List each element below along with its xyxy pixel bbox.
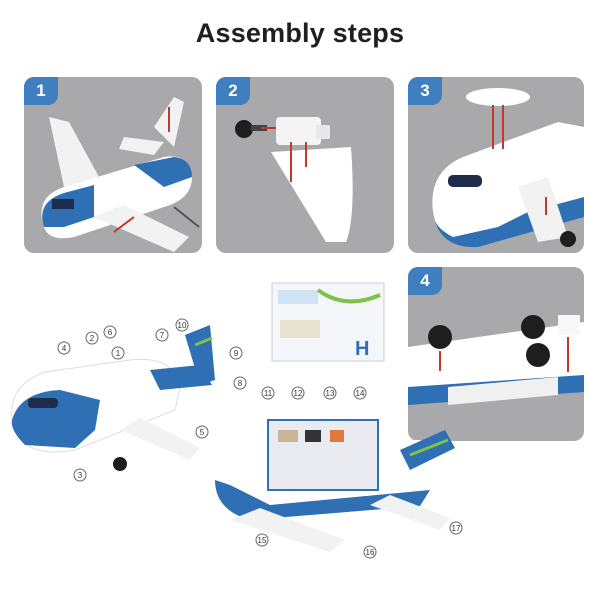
svg-text:3: 3 <box>78 471 83 480</box>
step-1-panel: 1 <box>24 77 202 253</box>
callout-16: 16 <box>363 545 377 559</box>
svg-text:4: 4 <box>62 344 67 353</box>
callout-10: 10 <box>175 318 189 332</box>
svg-text:12: 12 <box>294 389 303 398</box>
callout-6: 6 <box>103 325 117 339</box>
step-3-illustration <box>432 88 584 248</box>
airplane-right <box>209 419 455 552</box>
callout-13: 13 <box>323 386 337 400</box>
callout-8: 8 <box>233 376 247 390</box>
page-title: Assembly steps <box>195 18 405 48</box>
callout-9: 9 <box>229 346 243 360</box>
svg-text:5: 5 <box>200 428 205 437</box>
step-4-panel: 4 <box>408 267 584 441</box>
step-1-badge: 1 <box>24 77 58 105</box>
step-2-badge: 2 <box>216 77 250 105</box>
callout-5: 5 <box>195 425 209 439</box>
step-4-illustration <box>408 315 584 405</box>
callout-4: 4 <box>57 341 71 355</box>
svg-text:9: 9 <box>234 349 239 358</box>
svg-text:10: 10 <box>178 321 187 330</box>
callout-14: 14 <box>353 386 367 400</box>
callout-1: 1 <box>111 346 125 360</box>
svg-text:7: 7 <box>160 331 165 340</box>
sticker-sheet: H <box>271 282 385 362</box>
callout-3: 3 <box>73 468 87 482</box>
parts-diagram: H 1 2 3 4 5 6 7 8 9 10 11 12 13 14 15 16… <box>11 282 463 559</box>
svg-text:15: 15 <box>258 536 267 545</box>
step-1-illustration <box>41 97 200 252</box>
callout-11: 11 <box>261 386 275 400</box>
svg-text:11: 11 <box>264 389 273 398</box>
svg-text:1: 1 <box>116 349 121 358</box>
callout-2: 2 <box>85 331 99 345</box>
svg-text:14: 14 <box>356 389 365 398</box>
step-3-panel: 3 <box>408 77 584 253</box>
svg-text:16: 16 <box>366 548 375 557</box>
svg-text:6: 6 <box>108 328 113 337</box>
svg-text:2: 2 <box>90 334 95 343</box>
callout-7: 7 <box>155 328 169 342</box>
svg-text:8: 8 <box>238 379 243 388</box>
step-3-badge: 3 <box>408 77 442 105</box>
step-2-illustration <box>235 117 353 242</box>
airplane-left <box>11 325 215 471</box>
callout-17: 17 <box>449 521 463 535</box>
callout-15: 15 <box>255 533 269 547</box>
svg-text:13: 13 <box>326 389 335 398</box>
step-2-panel: 2 <box>216 77 394 253</box>
step-4-badge: 4 <box>408 267 442 295</box>
svg-text:17: 17 <box>452 524 461 533</box>
svg-text:H: H <box>355 338 369 360</box>
callout-12: 12 <box>291 386 305 400</box>
